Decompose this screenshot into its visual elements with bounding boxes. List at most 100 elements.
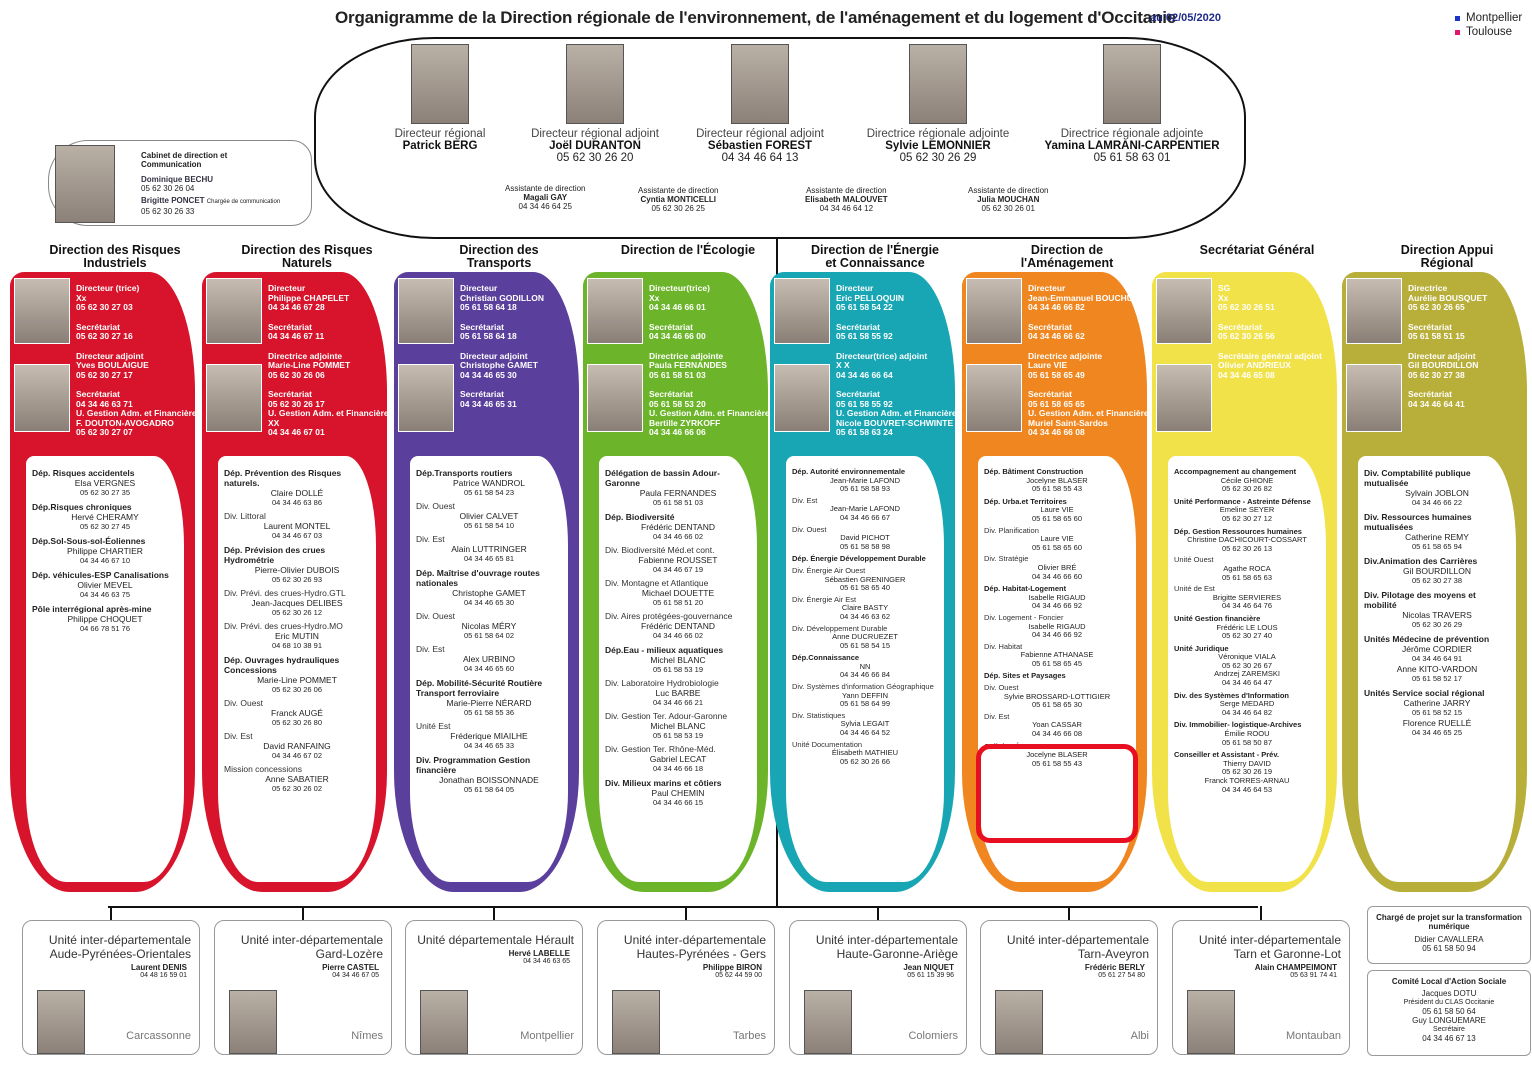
unit-city: Carcassonne xyxy=(126,1030,191,1042)
deputy-phone: 05 62 30 26 29 xyxy=(899,152,977,164)
phone-number: 04 34 46 66 21 xyxy=(652,698,704,707)
page-title: Organigramme de la Direction régionale d… xyxy=(335,8,1176,27)
person-name: Hervé CHERAMY xyxy=(71,512,139,522)
phone-number: 04 34 46 66 84 xyxy=(839,670,891,680)
department-label: Dép. Prévision des crues Hydrométrie xyxy=(224,545,326,565)
unit-connector xyxy=(877,906,879,920)
division-label: Div. Énergie Air Ouest xyxy=(792,565,866,575)
direction-title: Secrétariat Général xyxy=(1199,243,1315,257)
department-label: Div. Immobilier- logistique-Archives xyxy=(1174,720,1302,730)
unit-connector xyxy=(1260,906,1262,920)
unit-city: Montpellier xyxy=(520,1030,574,1042)
person-name: Pierre-Olivier DUBOIS xyxy=(254,565,340,575)
direction-title: Direction des Transports xyxy=(459,243,539,270)
department-label: Délégation de bassin Adour-Garonne xyxy=(605,468,720,488)
phone-number: 04 34 46 65 30 xyxy=(463,598,515,607)
phone-number: 05 61 58 58 98 xyxy=(839,541,891,551)
person-name: Philippe CHARTIER xyxy=(67,546,143,556)
person-name: Gil BOURDILLON xyxy=(1402,566,1471,576)
person-name: Franck TORRES-ARNAU xyxy=(1204,776,1290,785)
division-label: Div. Est xyxy=(416,644,445,654)
phone-number: 04 34 46 66 08 xyxy=(1031,729,1083,739)
direction-band xyxy=(314,37,1246,239)
person-name: Serge MEDARD xyxy=(1219,699,1275,709)
legend: Montpellier Toulouse xyxy=(1455,11,1522,39)
division-label: Div. Développement Durable xyxy=(792,623,888,633)
unit-title: Unité inter-départementale Haute-Garonne… xyxy=(815,933,958,961)
person-name: Alex URBINO xyxy=(463,654,515,664)
department-label: Div. des Systèmes d'Information xyxy=(1174,690,1290,700)
phone-number: 05 62 30 27 45 xyxy=(79,522,131,531)
deputy-photo xyxy=(1156,364,1212,432)
unit-photo xyxy=(804,990,852,1054)
person-name: Eric MUTIN xyxy=(275,631,319,641)
phone-number: 05 62 30 26 02 xyxy=(271,784,323,793)
department-label: Dép. Ouvrages hydrauliques Concessions xyxy=(224,655,340,675)
unit-title: Unité départementale Hérault xyxy=(417,933,574,947)
phone-number: 05 62 30 26 29 xyxy=(1411,620,1463,629)
direction-title: Direction de l'Énergie et Connaissance xyxy=(810,243,939,270)
phone-number: 04 34 46 65 81 xyxy=(463,554,515,563)
legend-item-montpellier: Montpellier xyxy=(1455,11,1522,25)
person-name: Olivier CALVET xyxy=(459,511,519,521)
department-label: Unité Performance - Astreinte Défense xyxy=(1174,496,1311,506)
division-label: Div. Montagne et Atlantique xyxy=(605,578,709,588)
phone-number: 05 61 58 51 20 xyxy=(652,598,704,607)
phone-number: 05 62 30 26 67 xyxy=(1221,660,1273,670)
phone-number: 04 34 46 66 22 xyxy=(1411,498,1463,507)
unit-photo xyxy=(229,990,277,1054)
deputy-name: Sylvie LEMONNIER xyxy=(885,140,991,152)
person-name: Paul CHEMIN xyxy=(651,788,705,798)
phone-number: 05 62 30 26 80 xyxy=(271,718,323,727)
phone-number: 04 34 46 67 19 xyxy=(652,565,704,574)
phone-number: 05 61 58 65 63 xyxy=(1221,572,1273,582)
person-name: Sébastien GRENINGER xyxy=(824,574,906,584)
person-name: David RANFAING xyxy=(263,741,331,751)
blue-square-icon xyxy=(1455,15,1460,21)
unit-photo xyxy=(1187,990,1235,1054)
deputy-photo xyxy=(774,364,830,432)
department-label: Dép. Autorité environnementale xyxy=(792,467,906,476)
units-connector xyxy=(108,906,1258,908)
phone-number: 04 34 46 63 62 xyxy=(839,611,891,621)
person-name: Catherine JARRY xyxy=(1403,698,1471,708)
department-label: Dép.Eau - milieux aquatiques xyxy=(605,645,724,655)
phone-number: 04 34 46 64 53 xyxy=(1221,784,1273,794)
division-label: Div. Littoral xyxy=(224,511,266,521)
department-label: Conseiller et Assistant - Prév. xyxy=(1174,750,1280,760)
deputy-photo xyxy=(14,364,70,432)
phone-number: 05 61 58 53 19 xyxy=(652,665,704,674)
phone-number: 04 34 46 63 75 xyxy=(79,590,131,599)
phone-number: 05 62 30 26 06 xyxy=(271,685,323,694)
phone-number: 05 61 58 58 93 xyxy=(839,484,891,494)
unit-city: Montauban xyxy=(1285,1030,1341,1042)
deputy-photo xyxy=(587,364,643,432)
department-label: Dép.Risques chroniques xyxy=(32,502,132,512)
phone-number: 05 61 58 54 15 xyxy=(839,640,891,650)
phone-number: 04 34 46 66 18 xyxy=(652,764,704,773)
direction-title: Direction de l'Aménagement xyxy=(1020,243,1114,270)
division-label: Div. Gestion Ter. Adour-Garonne xyxy=(605,711,728,721)
unit-card: Unité inter-départementale Hautes-Pyréné… xyxy=(597,920,775,1055)
direction-title: Direction des Risques Naturels xyxy=(241,243,373,270)
department-label: Dép. Gestion Ressources humaines xyxy=(1174,526,1302,536)
department-label: Div. Comptabilité publique mutualisée xyxy=(1364,468,1471,488)
person-name: Élisabeth MATHIEU xyxy=(831,748,899,758)
deputy-photo xyxy=(566,44,624,124)
phone-number: 04 34 46 67 10 xyxy=(79,556,131,565)
phone-number: 05 61 58 55 36 xyxy=(463,708,515,717)
person-name: Patrice WANDROL xyxy=(453,478,525,488)
phone-number: 04 34 46 64 91 xyxy=(1411,654,1463,663)
